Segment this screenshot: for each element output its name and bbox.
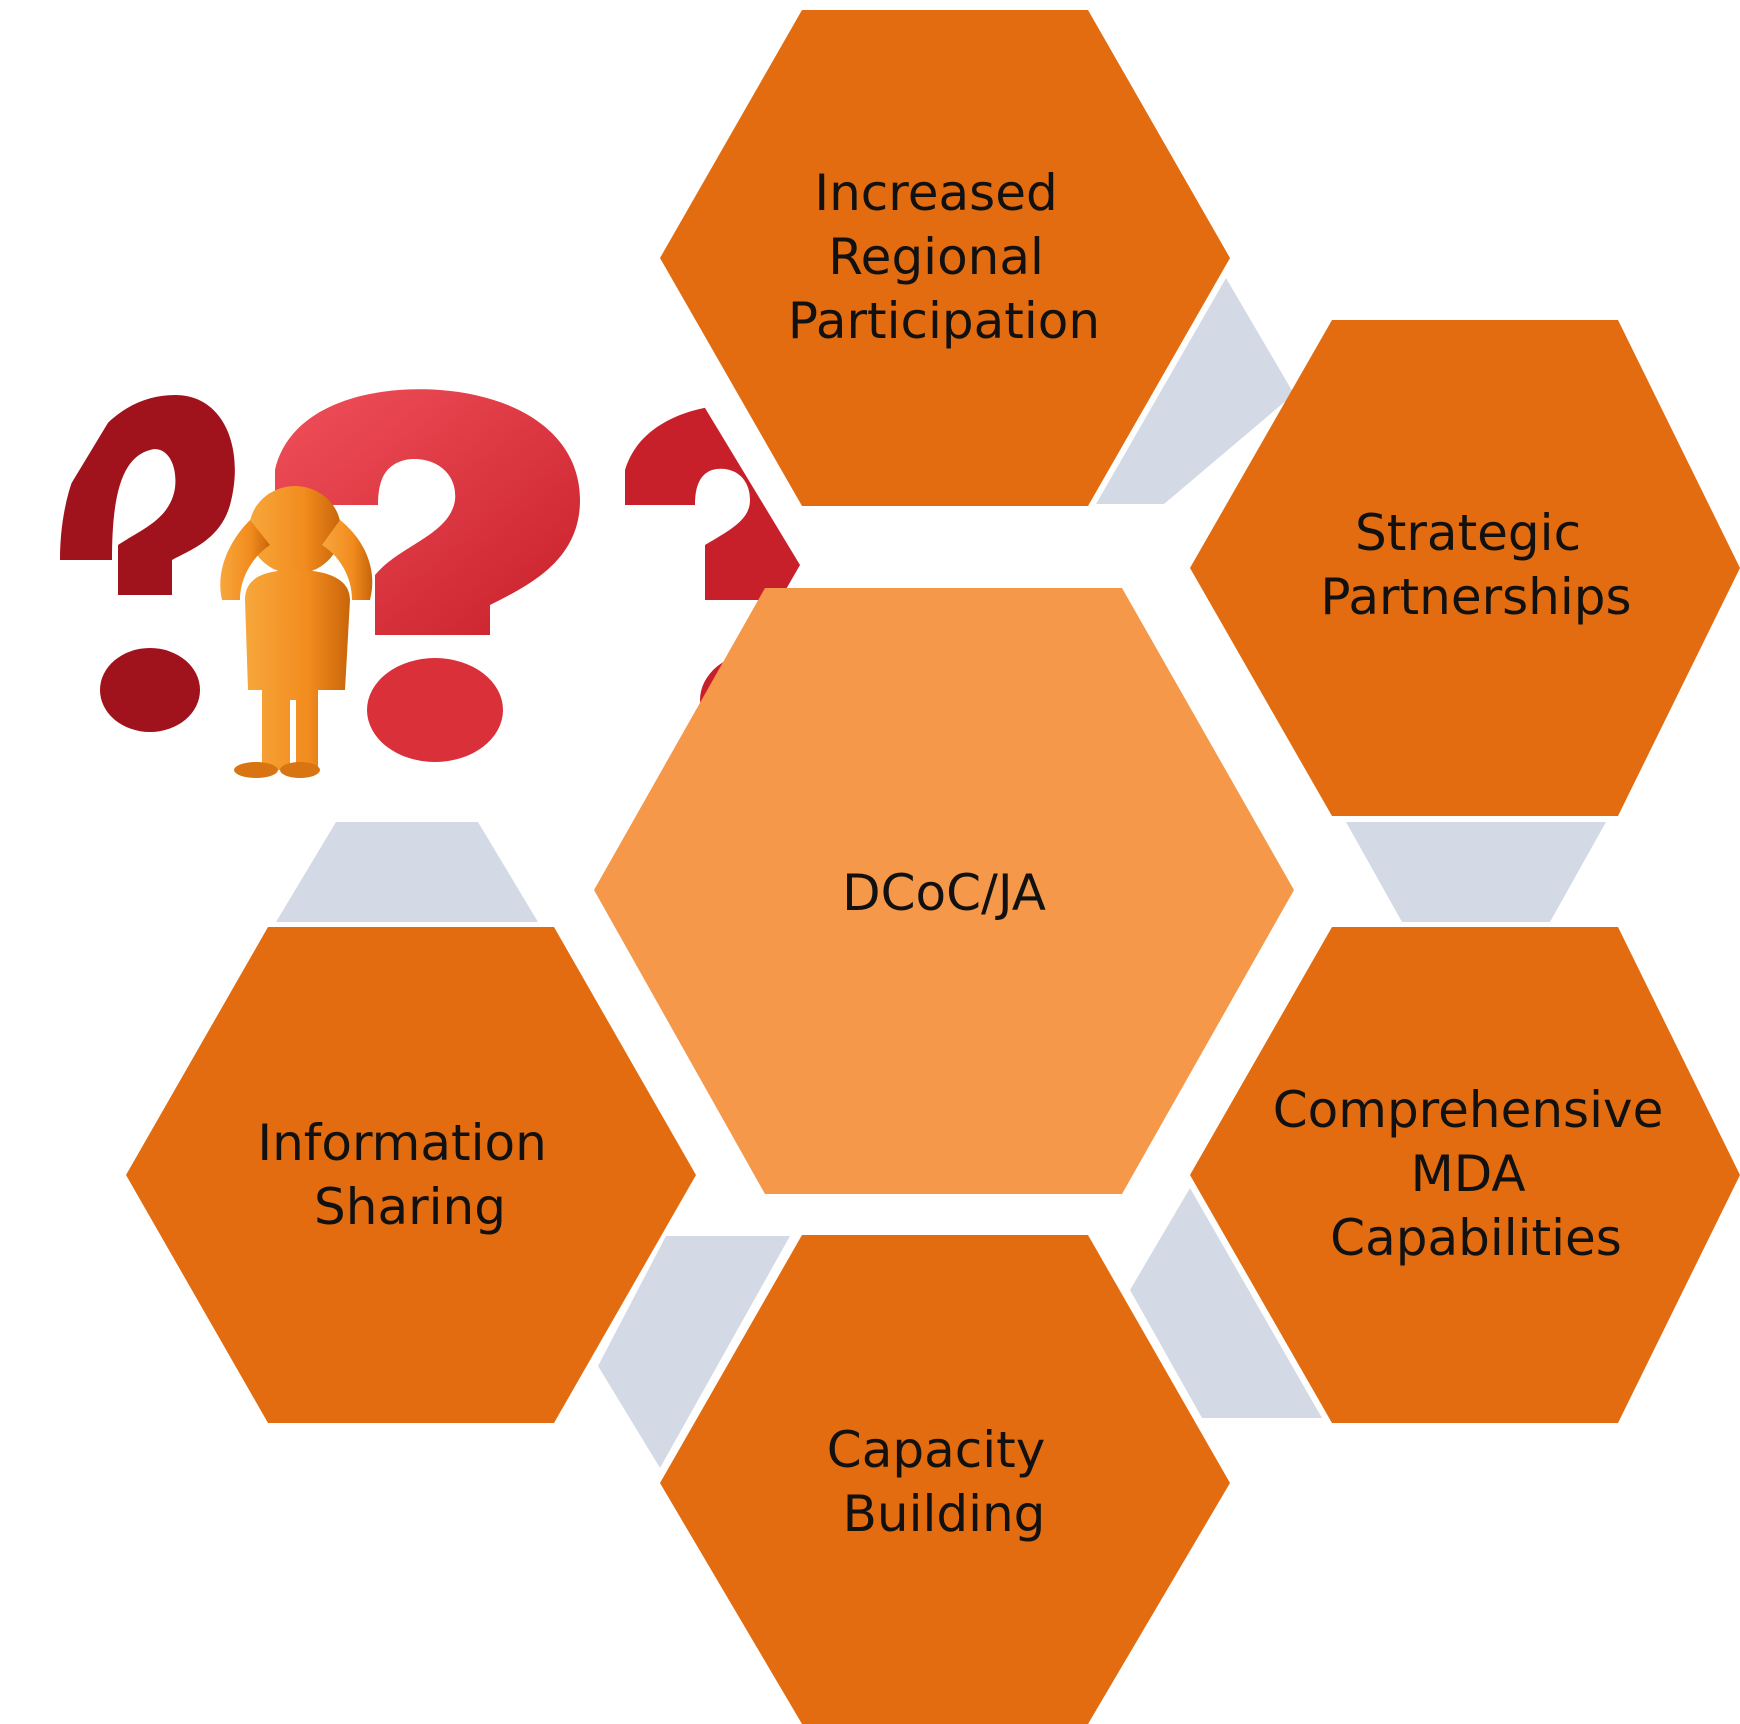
hexagon-label: Capacity Building <box>827 1421 1061 1543</box>
confused-person-icon <box>220 486 373 778</box>
hexagon-label: Comprehensive MDA Capabilities <box>1273 1081 1680 1267</box>
hexagon-capacity-building <box>660 1235 1230 1724</box>
connector-bottom-right <box>1130 1188 1322 1418</box>
hexagon-comprehensive-mda-capabilities <box>1190 927 1740 1423</box>
labels: DCoC/JA Increased Regional Participation… <box>257 164 1680 1543</box>
hexagon-label: Information Sharing <box>257 1114 562 1236</box>
connector-left <box>276 822 538 922</box>
connectors <box>276 278 1606 1468</box>
hexagon-label: Strategic Partnerships <box>1320 504 1631 626</box>
center-hexagon-notch <box>662 820 712 895</box>
connector-top-right <box>1096 278 1294 504</box>
connector-right <box>1346 822 1606 922</box>
hexagon-information-sharing <box>126 927 696 1423</box>
outer-hexagons <box>126 10 1740 1724</box>
question-mark-icon <box>60 395 235 595</box>
hexagon-increased-regional-participation <box>660 10 1230 506</box>
center-label: DCoC/JA <box>842 864 1046 922</box>
question-mark-illustration <box>22 360 800 780</box>
question-mark-icon <box>275 389 580 635</box>
hexagon-label: Increased Regional Participation <box>788 164 1100 350</box>
connector-bottom-left <box>598 1236 790 1468</box>
center-hexagon <box>594 588 1294 1194</box>
hexagon-strategic-partnerships <box>1190 320 1740 816</box>
